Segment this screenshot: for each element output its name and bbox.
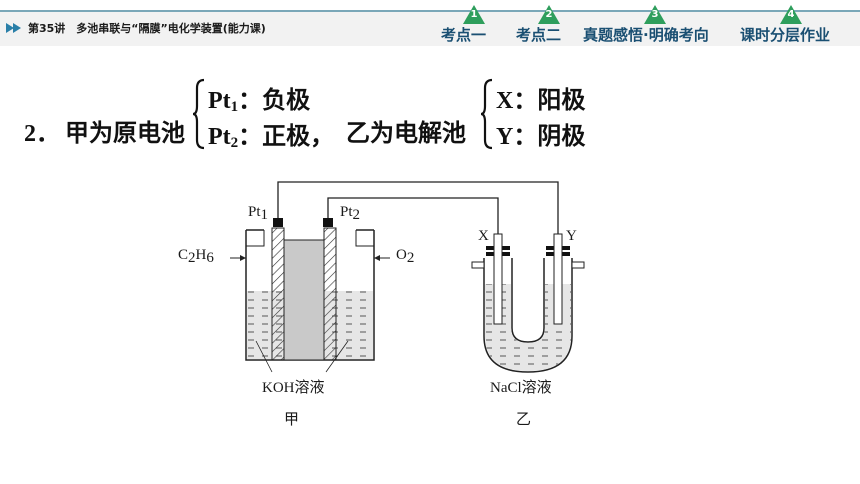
c2h6-label: C2H6	[178, 247, 214, 266]
double-play-icon	[6, 23, 24, 33]
nacl-label: NaCl溶液	[490, 380, 552, 396]
pt1-label: Pt1	[248, 204, 269, 223]
lecture-title-text: 第35讲 多池串联与“隔膜”电化学装置(能力课)	[28, 22, 266, 35]
pt2-positive: Pt2：正极，	[208, 124, 335, 151]
triangle-marker-icon: 1	[463, 5, 485, 24]
wire-pt1-y	[277, 181, 559, 238]
membrane	[283, 239, 325, 361]
y-label: Y	[566, 228, 577, 244]
triangle-marker-icon: 2	[538, 5, 560, 24]
cell-jia-label: 甲	[284, 412, 300, 428]
left-brace-icon	[192, 78, 205, 150]
electrochemistry-diagram: Pt1 Pt2 C2H6 O2 X Y KOH溶液 NaCl溶液 甲 乙	[176, 176, 596, 436]
item-number: 2．	[24, 121, 60, 147]
o2-label: O2	[396, 247, 415, 266]
pt1-electrode	[271, 227, 285, 361]
left-brace-icon	[480, 78, 493, 150]
tab-kaodian-1[interactable]: 1 考点一	[441, 5, 486, 44]
cell2-text: 乙为电解池	[346, 121, 466, 147]
u-tube-inner	[511, 258, 545, 343]
lecture-title: 第35讲 多池串联与“隔膜”电化学装置(能力课)	[6, 20, 266, 36]
pt2-label: Pt2	[340, 204, 361, 223]
cell-yi-label: 乙	[516, 412, 532, 428]
koh-label: KOH溶液	[262, 380, 325, 396]
tab-kaodian-2[interactable]: 2 考点二	[516, 5, 561, 44]
x-label: X	[478, 228, 489, 244]
u-tube-outer	[483, 258, 573, 373]
header-divider	[0, 10, 860, 12]
y-cathode: Y：阴极	[496, 124, 586, 150]
tab-zhenti[interactable]: 3 真题感悟·明确考向	[583, 5, 709, 44]
pt2-electrode	[323, 227, 337, 361]
header-bar: 第35讲 多池串联与“隔膜”电化学装置(能力课) 1 考点一 2 考点二 3 真…	[0, 0, 860, 48]
header-band	[0, 12, 860, 46]
cell1-text: 甲为原电池	[65, 121, 185, 147]
x-anode: X：阳极	[496, 88, 586, 114]
x-electrode	[493, 233, 503, 325]
wire-pt2-x	[327, 197, 499, 238]
apparatus-drawing	[230, 181, 585, 373]
tab-zuoye[interactable]: 4 课时分层作业	[740, 5, 830, 44]
answer-statement: 2． 甲为原电池 Pt1：负极 Pt2：正极， 乙为电解池 X：阳极 Y：阴极	[0, 70, 860, 160]
triangle-marker-icon: 4	[780, 5, 802, 24]
triangle-marker-icon: 3	[644, 5, 666, 24]
pt2-terminal	[323, 218, 333, 227]
pt1-negative: Pt1：负极	[208, 88, 311, 115]
y-electrode	[553, 233, 563, 325]
pt1-terminal	[273, 218, 283, 227]
